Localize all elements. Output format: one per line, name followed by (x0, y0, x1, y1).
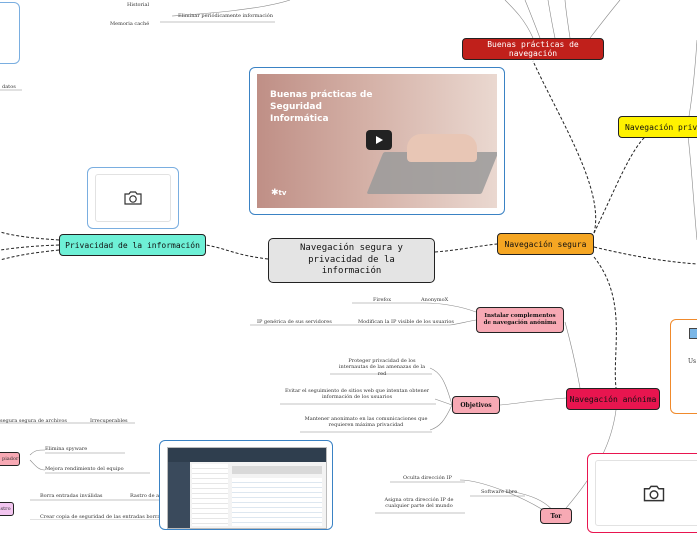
camera-icon (642, 484, 666, 503)
link-rendimiento (30, 460, 45, 470)
node-privacidad-label: Privacidad de la información (65, 241, 200, 250)
label-oculta-ip: Oculta dirección IP (403, 475, 452, 481)
node-buenas-practicas[interactable]: Buenas prácticas de navegación (462, 38, 604, 60)
video-embed[interactable]: Buenas prácticas de Seguridad Informátic… (249, 67, 505, 215)
node-tor[interactable]: Tor (540, 508, 572, 524)
link-segura-privada (594, 135, 647, 233)
app-tree (192, 464, 228, 526)
node-navegacion-anonima-label: Navegación anónima (570, 395, 657, 404)
link-privacidad-left-1 (0, 232, 59, 240)
link-central-segura (435, 244, 497, 252)
node-buenas-practicas-label: Buenas prácticas de navegación (463, 40, 603, 58)
label-anonymox: AnonymoX (421, 297, 448, 303)
node-tor-label: Tor (551, 513, 562, 520)
label-elimina-spyware: Elimina spyware (45, 446, 87, 452)
node-navegacion-segura[interactable]: Navegación segura (497, 233, 594, 255)
label-segura-archivos: segura segura de archivos (0, 418, 67, 424)
label-us: Us (688, 358, 696, 366)
label-istro: istro (0, 506, 11, 512)
video-thumbnail[interactable]: Buenas prácticas de Seguridad Informátic… (257, 74, 497, 208)
link-instalar-firefox (425, 303, 476, 312)
label-asigna-ip: Asigna otra dirección IP de cualquier pa… (382, 497, 456, 510)
link-segura-right (594, 247, 697, 264)
hand-shape (407, 134, 477, 162)
label-memoria-cache: Memoria caché (110, 21, 149, 27)
node-navegacion-privada[interactable]: Navegación privad (618, 116, 697, 138)
image-placeholder-bottomright (587, 453, 697, 533)
label-mejora-rendimiento: Mejora rendimiento del equipo (45, 466, 124, 472)
label-pidor: piador (2, 456, 18, 462)
app-table (232, 478, 322, 526)
link-buenas-2 (525, 0, 540, 38)
node-privacidad[interactable]: Privacidad de la información (59, 234, 206, 256)
card-right-partial: Us (670, 319, 697, 414)
node-navegacion-segura-label: Navegación segura (505, 240, 587, 249)
link-segura-buenas (533, 61, 596, 233)
link-privacidad-left-2 (0, 245, 59, 250)
link-privacidad-left-3 (0, 250, 59, 260)
link-privada-right-1 (688, 40, 697, 122)
node-navegacion-privada-label: Navegación privad (625, 123, 697, 132)
label-borra-entradas: Borra entradas inválidas (40, 493, 103, 499)
label-mantener: Mantener anonimato en las comunicaciones… (302, 416, 430, 429)
app-sidebar (168, 462, 190, 529)
label-irrecuperables: Irrecuperables (90, 418, 128, 424)
link-anonima-instalar (565, 322, 580, 388)
app-header-bar (232, 466, 322, 474)
label-software-libre: Software libre (481, 489, 517, 495)
monitor-icon (689, 328, 697, 339)
app-titlebar (168, 448, 326, 462)
link-buenas-3 (548, 0, 555, 38)
central-node[interactable]: Navegación segura y privacidad de la inf… (268, 238, 435, 283)
label-datos: datos (2, 84, 16, 90)
node-objetivos-label: Objetivos (460, 402, 491, 409)
label-evitar: Evitar el seguimiento de sitios web que … (279, 388, 435, 401)
link-segura-anonima (594, 257, 616, 388)
link-buenas-4 (565, 0, 570, 38)
label-rastro: Rastro de ap (130, 493, 162, 499)
link-privada-right-2 (688, 136, 697, 240)
label-crear-copia: Crear copia de seguridad de las entradas… (40, 514, 169, 520)
link-central-privacidad (206, 245, 268, 259)
label-proteger: Proteger privacidad de los internautas d… (334, 358, 430, 377)
label-firefox: Firefox (373, 297, 391, 303)
node-objetivos[interactable]: Objetivos (452, 396, 500, 414)
label-historial: Historial (127, 2, 149, 8)
link-buenas-1 (505, 0, 533, 38)
link-buenas-5 (590, 0, 620, 38)
node-instalar-complementos[interactable]: Instalar complementos de navegación anón… (476, 307, 564, 333)
label-ip-generica: IP genérica de sus servidores (257, 319, 332, 325)
central-node-label: Navegación segura y privacidad de la inf… (283, 243, 420, 278)
image-placeholder-topleft (0, 2, 20, 64)
link-anonima-objetivos (500, 398, 566, 405)
node-istro-partial[interactable]: istro (0, 502, 14, 516)
link-spyware (30, 450, 45, 455)
image-placeholder-privacidad (87, 167, 179, 229)
video-title: Buenas prácticas de Seguridad Informátic… (270, 89, 380, 125)
label-modifican-ip: Modifican la IP visible de los usuarios (358, 319, 454, 325)
link-objetivos-2 (435, 399, 452, 405)
screenshot-card (159, 440, 333, 530)
node-navegacion-anonima[interactable]: Navegación anónima (566, 388, 660, 410)
play-button[interactable] (366, 130, 392, 150)
play-icon (374, 135, 384, 145)
channel-logo: ✱tv (271, 188, 286, 198)
node-instalar-label: Instalar complementos de navegación anón… (483, 313, 557, 327)
link-tor-oculta (460, 480, 548, 513)
link-objetivos-3 (430, 405, 452, 430)
app-screenshot (167, 447, 327, 529)
camera-icon (123, 190, 143, 206)
channel-logo-text: tv (279, 189, 287, 197)
node-pidor-partial[interactable]: piador (0, 452, 20, 466)
label-eliminar-periodicamente: Eliminar periódicamente información (178, 13, 273, 19)
